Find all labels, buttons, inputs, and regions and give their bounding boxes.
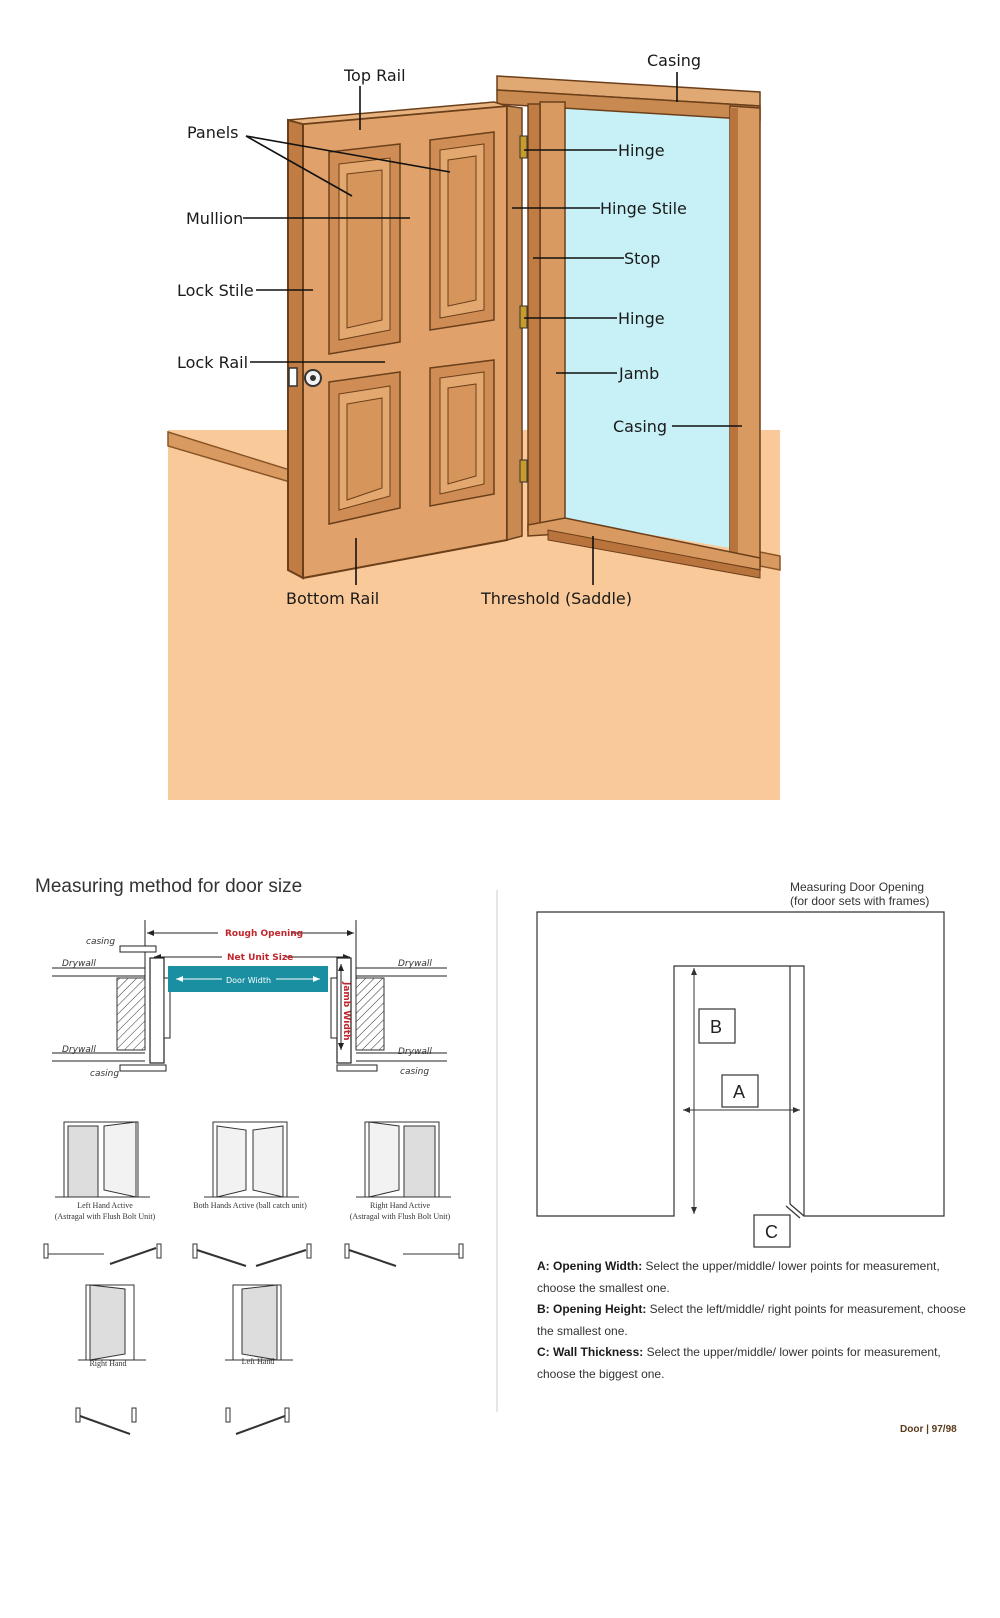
door-anatomy-diagram: Top Rail Casing Panels Hinge Mullion Hin… (167, 51, 781, 800)
casing-label-top-left: casing (86, 937, 115, 947)
door-anatomy-svg: Top Rail Casing Panels Hinge Mullion Hin… (167, 51, 781, 800)
swing-plan-2 (192, 1243, 312, 1267)
note-opening-height: B: Opening Height: Select the left/middl… (537, 1299, 967, 1342)
right-hand-door (78, 1284, 146, 1361)
label-b: B (710, 1017, 722, 1037)
label-threshold: Threshold (Saddle) (480, 589, 632, 608)
drywall-label-bottom-right: Drywall (398, 1047, 432, 1057)
note-text-c: Select the upper/middle/ lower points fo… (537, 1345, 941, 1381)
casing-label-bottom-left: casing (90, 1069, 119, 1079)
note-text-b: Select the left/middle/ right points for… (537, 1302, 966, 1338)
note-wall-thickness: C: Wall Thickness: Select the upper/midd… (537, 1342, 967, 1385)
label-casing-side: Casing (613, 417, 667, 436)
baseboard-right (759, 551, 781, 571)
measuring-title: Measuring method for door size (35, 876, 302, 897)
label-hinge-mid: Hinge (618, 309, 665, 328)
jamb (539, 101, 566, 527)
measuring-svg: Measuring method for door size Rough Ope… (35, 876, 957, 1435)
stop (527, 103, 541, 531)
label-lock-stile: Lock Stile (177, 281, 254, 300)
door-width-label: Door Width (226, 976, 271, 985)
drywall-label-bottom-left: Drywall (62, 1045, 96, 1055)
label-hinge-top: Hinge (618, 141, 665, 160)
latch-plate-icon (288, 367, 298, 387)
rough-opening-label: Rough Opening (225, 929, 303, 939)
jamb-width-label: Jamb Width (341, 981, 351, 1041)
note-key-c: C: Wall Thickness: (537, 1345, 644, 1359)
door-plan-view: Rough Opening Net Unit Size (52, 920, 447, 1079)
left-hand-door (225, 1284, 293, 1361)
label-stop: Stop (624, 249, 660, 268)
swing-label-2: Both Hands Active (ball catch unit) (193, 1201, 307, 1210)
note-text-a: Select the upper/middle/ lower points fo… (537, 1259, 940, 1295)
swing-label-5: Left Hand (242, 1357, 275, 1366)
page-number: Door | 97/98 (900, 1424, 957, 1435)
hinge-icon (519, 459, 528, 483)
door-opening-diagram: Measuring Door Opening (for door sets wi… (536, 880, 945, 1248)
label-a: A (733, 1082, 745, 1102)
note-opening-width: A: Opening Width: Select the upper/middl… (537, 1256, 967, 1299)
label-top-rail: Top Rail (343, 66, 406, 85)
swing-sub-1: (Astragal with Flush Bolt Unit) (55, 1212, 156, 1221)
label-casing-top: Casing (647, 51, 701, 70)
swing-types (43, 1121, 464, 1435)
measuring-section: Measuring method for door size Rough Ope… (0, 860, 1000, 1618)
note-key-b: B: Opening Height: (537, 1302, 647, 1316)
label-jamb: Jamb (618, 364, 659, 383)
label-lock-rail: Lock Rail (177, 353, 248, 372)
hinge-icon (519, 305, 528, 329)
drywall-label-top-right: Drywall (398, 959, 432, 969)
swing-label-3: Right Hand Active (370, 1201, 430, 1210)
swing-label-1: Left Hand Active (77, 1201, 133, 1210)
doorway-opening (565, 102, 730, 548)
label-panels: Panels (187, 123, 239, 142)
drywall-label-top-left: Drywall (62, 959, 96, 969)
label-c: C (765, 1222, 778, 1242)
swing-label-4: Right Hand (89, 1359, 126, 1368)
label-mullion: Mullion (186, 209, 243, 228)
swing-plan-5 (225, 1407, 290, 1435)
casing-label-bottom-right: casing (400, 1067, 429, 1077)
right-hand-active-door (356, 1121, 451, 1198)
opening-caption-line1: Measuring Door Opening (790, 880, 924, 894)
opening-caption-line2: (for door sets with frames) (790, 894, 929, 908)
note-key-a: A: Opening Width: (537, 1259, 643, 1273)
left-hand-active-door (55, 1121, 150, 1198)
swing-sub-3: (Astragal with Flush Bolt Unit) (350, 1212, 451, 1221)
label-bottom-rail: Bottom Rail (286, 589, 379, 608)
hinge-icon (519, 135, 528, 159)
net-unit-size-label: Net Unit Size (227, 953, 293, 963)
swing-plan-3 (344, 1243, 464, 1267)
swing-plan-4 (75, 1407, 137, 1435)
both-hands-active-door (204, 1121, 299, 1198)
label-hinge-stile: Hinge Stile (600, 199, 687, 218)
swing-plan-1 (43, 1243, 162, 1265)
door-edge (287, 118, 304, 580)
